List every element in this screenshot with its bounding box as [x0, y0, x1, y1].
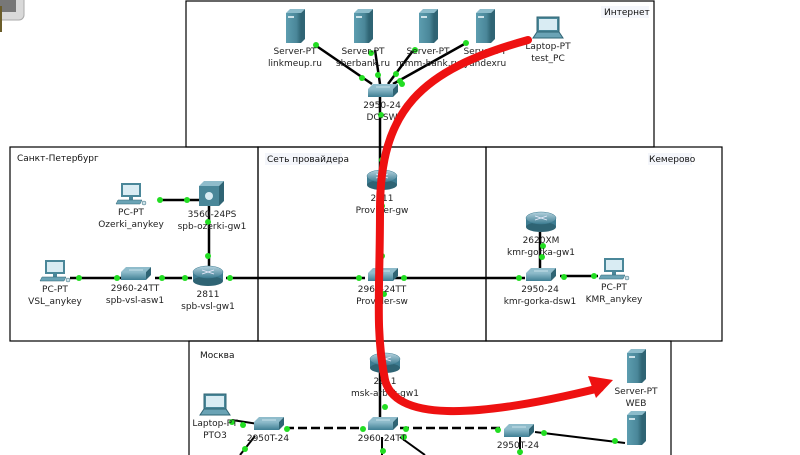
port-indicators [76, 40, 618, 455]
device-pc-vsl[interactable]: PC-PT VSL_anykey [28, 260, 83, 307]
device-laptop-msk[interactable]: Laptop-PT PTO3 [192, 393, 238, 441]
device-model-label: 2620XM [523, 236, 560, 246]
device-name-label: KMR_anykey [586, 295, 643, 305]
device-name-label: spb-vsl-gw1 [181, 302, 235, 312]
device-pc-ozerki[interactable]: PC-PT Ozerki_anykey [98, 183, 164, 230]
area-label-provider: Сеть провайдера [267, 155, 349, 165]
switch-icon [368, 417, 398, 430]
area-label-moscow: Москва [200, 351, 234, 361]
area-label-internet: Интернет [604, 8, 650, 18]
device-model-label: Laptop-PT [525, 42, 571, 52]
device-model-label: Server-PT [614, 387, 658, 397]
device-name-label: spb-vsl-asw1 [106, 296, 164, 306]
server-icon [476, 9, 495, 43]
area-label-kemerovo: Кемерово [649, 155, 696, 165]
device-model-label: PC-PT [601, 283, 627, 293]
router-icon [525, 211, 557, 232]
router-icon [192, 265, 224, 286]
device-srv-web[interactable]: Server-PT WEB [614, 349, 658, 409]
device-model-label: PC-PT [118, 208, 144, 218]
device-model-label: 2950T-24 [247, 434, 290, 444]
device-sw-msk-core[interactable]: 2960-24TT [358, 417, 407, 444]
pc-icon [39, 260, 71, 283]
device-model-label: 2960-24TT [358, 434, 407, 444]
area-kemerovo [485, 146, 723, 342]
device-model-label: Server-PT [406, 47, 450, 57]
device-srv-msk-2[interactable] [627, 411, 646, 445]
device-name-label: VSL_anykey [28, 297, 82, 307]
device-model-label: 3560-24PS [188, 210, 237, 220]
switch-icon [504, 424, 534, 437]
switch-icon [254, 417, 284, 430]
device-name-label: test_PC [531, 54, 565, 64]
device-name-label: mmm-bank.ru [396, 59, 460, 69]
traffic-path-annotation [374, 36, 613, 415]
device-name-label: msk-arbat-gw1 [351, 389, 419, 399]
device-model-label: 2811 [197, 290, 220, 300]
server-icon [419, 9, 438, 43]
switch-icon [368, 84, 398, 97]
device-model-label: 2950T-24 [497, 441, 540, 451]
switch-icon [121, 267, 151, 280]
device-sw-kmr[interactable]: 2950-24 kmr-gorka-dsw1 [504, 268, 577, 307]
device-model-label: Laptop-PT [192, 419, 238, 429]
device-sw-vsl[interactable]: 2960-24TT spb-vsl-asw1 [106, 267, 164, 306]
device-model-label: PC-PT [42, 285, 68, 295]
device-name-label: Ozerki_anykey [98, 220, 164, 230]
server-icon [354, 9, 373, 43]
area-label-spb: Санкт-Петербург [17, 154, 99, 164]
server-icon [627, 411, 646, 445]
window-fragment [0, 0, 25, 32]
device-srv-mmm[interactable]: Server-PT mmm-bank.ru [396, 9, 460, 69]
area-labels: Интернет Санкт-Петербург Сеть провайдера… [17, 6, 696, 361]
device-sw-msk-1[interactable]: 2950T-24 [247, 417, 290, 444]
device-laptop-test[interactable]: Laptop-PT test_PC [525, 16, 571, 64]
laptop-icon [532, 16, 564, 39]
device-rt-vsl[interactable]: 2811 spb-vsl-gw1 [181, 265, 235, 312]
arrowhead-icon [588, 376, 613, 398]
device-model-label: 2950-24 [363, 101, 401, 111]
pc-icon [115, 183, 147, 206]
server-icon [627, 349, 646, 383]
traffic-path-curve [374, 36, 604, 415]
device-name-label: WEB [626, 399, 647, 409]
device-srv-linkmeup[interactable]: Server-PT linkmeup.ru [268, 9, 322, 69]
device-model-label: Server-PT [341, 47, 385, 57]
device-l3-ozerki[interactable]: 3560-24PS spb-ozerki-gw1 [178, 181, 247, 232]
area-frames [9, 0, 723, 455]
device-name-label: spb-ozerki-gw1 [178, 222, 247, 232]
switch-icon [526, 268, 556, 281]
device-name-label: kmr-gorka-dsw1 [504, 297, 577, 307]
device-model-label: 2950-24 [521, 285, 559, 295]
device-model-label: 2960-24TT [111, 284, 160, 294]
area-moscow [188, 340, 672, 455]
device-model-label: Server-PT [273, 47, 317, 57]
server-icon [286, 9, 305, 43]
device-sw-msk-2[interactable]: 2950T-24 [497, 424, 540, 451]
laptop-icon [199, 393, 231, 416]
device-name-label: DC-SW [366, 113, 397, 123]
l3switch-icon [199, 181, 224, 206]
device-srv-sberbank[interactable]: Server-PT sberbank.ru [336, 9, 390, 69]
device-pc-kmr[interactable]: PC-PT KMR_anykey [586, 258, 643, 305]
device-name-label: kmr-gorka-gw1 [507, 248, 575, 258]
device-rt-kmr[interactable]: 2620XM kmr-gorka-gw1 [507, 211, 575, 258]
device-name-label: yandexru [464, 59, 506, 69]
pc-icon [598, 258, 630, 281]
device-name-label: PTO3 [203, 431, 227, 441]
device-name-label: sberbank.ru [336, 59, 390, 69]
device-name-label: linkmeup.ru [268, 59, 322, 69]
